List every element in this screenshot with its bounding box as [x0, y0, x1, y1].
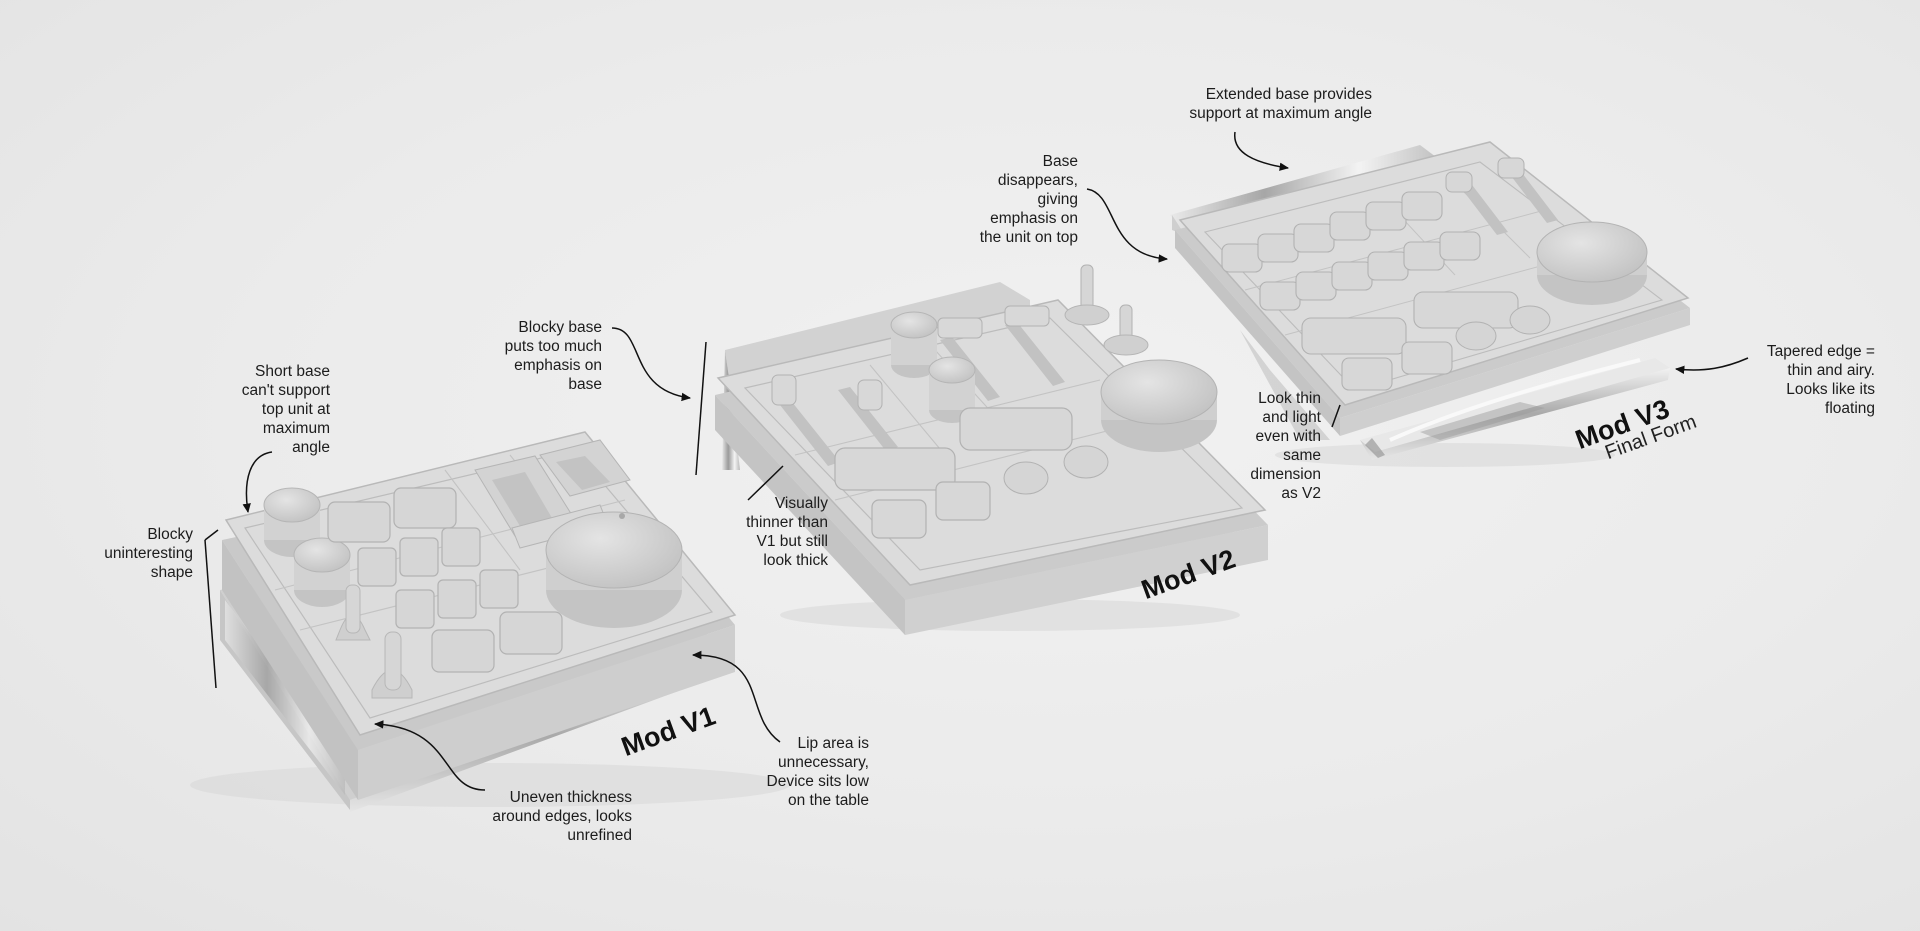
mod-v3-render: [1170, 141, 1690, 467]
note-lip-area: Lip area is unnecessary, Device sits low…: [766, 735, 870, 809]
note-uneven-thickness: Uneven thickness around edges, looks unr…: [492, 789, 632, 844]
note-extended-base: Extended base provides support at maximu…: [1189, 86, 1372, 122]
annotation-lines: [204, 131, 1749, 791]
note-short-base: Short base can't support top unit at max…: [241, 363, 330, 456]
note-base-disappears: Base disappears, giving emphasis on the …: [979, 153, 1078, 246]
mod-v1-render: [190, 431, 790, 812]
mod-v2-render: [715, 264, 1268, 635]
note-visually-thinner: Visually thinner than V1 but still look …: [746, 495, 828, 569]
note-blocky-shape: Blocky uninteresting shape: [104, 526, 193, 581]
note-tapered-edge: Tapered edge = thin and airy. Looks like…: [1766, 343, 1875, 417]
note-look-thin: Look thin and light even with same dimen…: [1250, 390, 1321, 502]
note-blocky-base: Blocky base puts too much emphasis on ba…: [504, 319, 602, 393]
